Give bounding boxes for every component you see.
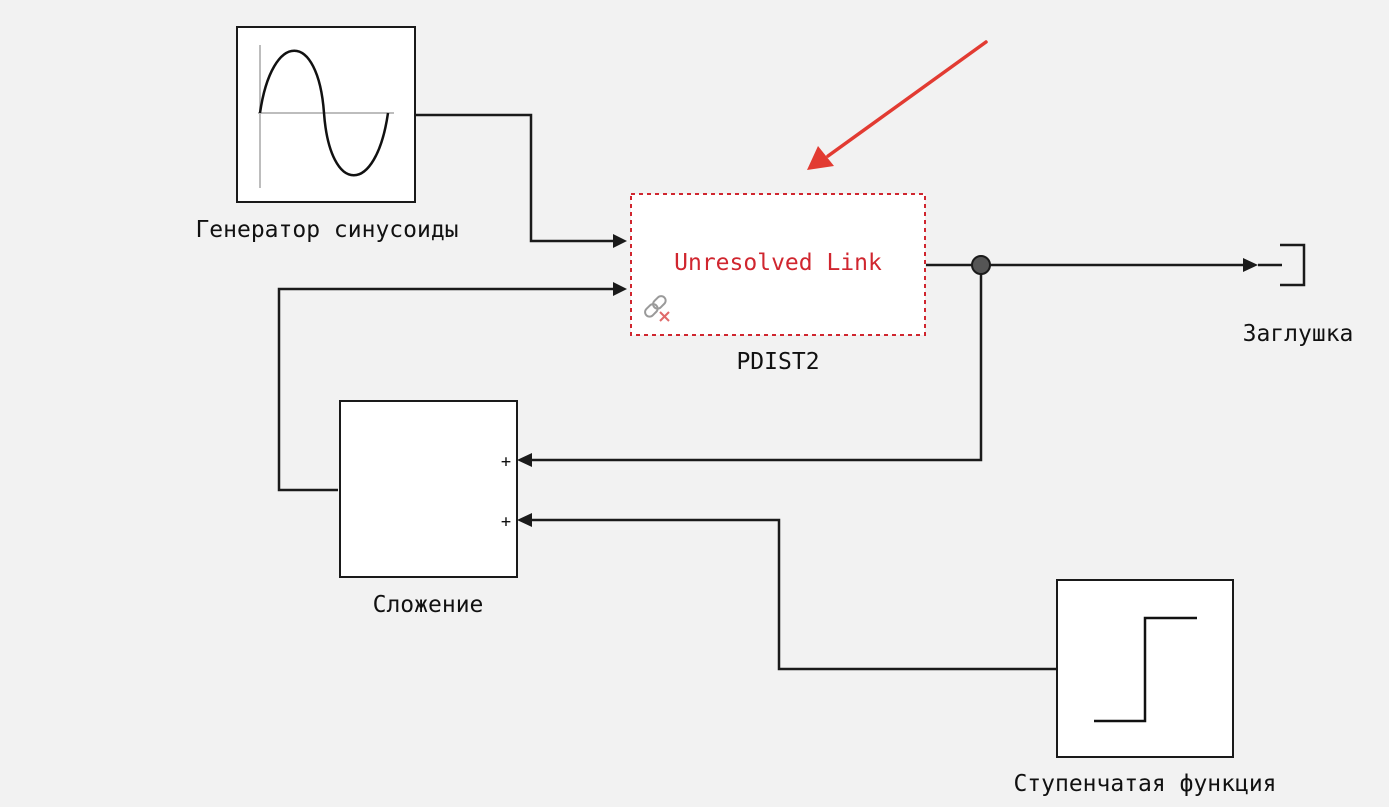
step-block-label: Ступенчатая функция bbox=[1013, 771, 1276, 797]
terminator-icon bbox=[1280, 243, 1306, 287]
terminator-block[interactable] bbox=[1280, 243, 1306, 287]
sum-block-label: Сложение bbox=[373, 592, 484, 618]
arrowhead-pdist2-in1 bbox=[613, 234, 627, 248]
sum-port-2-sign: + bbox=[501, 512, 511, 532]
step-function-icon bbox=[1094, 616, 1197, 723]
arrowhead-terminator-in bbox=[1243, 258, 1258, 272]
broken-link-icon bbox=[644, 295, 670, 322]
arrowhead-pdist2-in2 bbox=[613, 282, 627, 296]
sine-wave-block-label: Генератор синусоиды bbox=[195, 217, 458, 243]
sum-block[interactable]: + + bbox=[339, 400, 518, 578]
arrowhead-sum-in2 bbox=[517, 513, 532, 527]
red-arrow-icon bbox=[807, 40, 988, 170]
signal-line-branch-to-sum[interactable] bbox=[522, 265, 983, 462]
terminator-block-label: Заглушка bbox=[1243, 321, 1354, 347]
unresolved-link-text: Unresolved Link bbox=[674, 250, 882, 276]
sine-wave-icon bbox=[258, 45, 394, 188]
sum-port-1-sign: + bbox=[501, 452, 511, 472]
signal-line-step-to-sum[interactable] bbox=[522, 518, 1057, 671]
branch-point[interactable] bbox=[971, 255, 991, 275]
sine-wave-block[interactable] bbox=[236, 26, 416, 203]
arrowhead-sum-in1 bbox=[517, 453, 532, 467]
signal-line-sine-to-pdist2[interactable] bbox=[416, 113, 624, 243]
signal-line-sum-to-pdist2[interactable] bbox=[277, 287, 624, 492]
unresolved-link-block[interactable]: Unresolved Link bbox=[630, 193, 926, 336]
unresolved-link-block-label: PDIST2 bbox=[736, 349, 819, 375]
step-block[interactable] bbox=[1056, 579, 1234, 758]
